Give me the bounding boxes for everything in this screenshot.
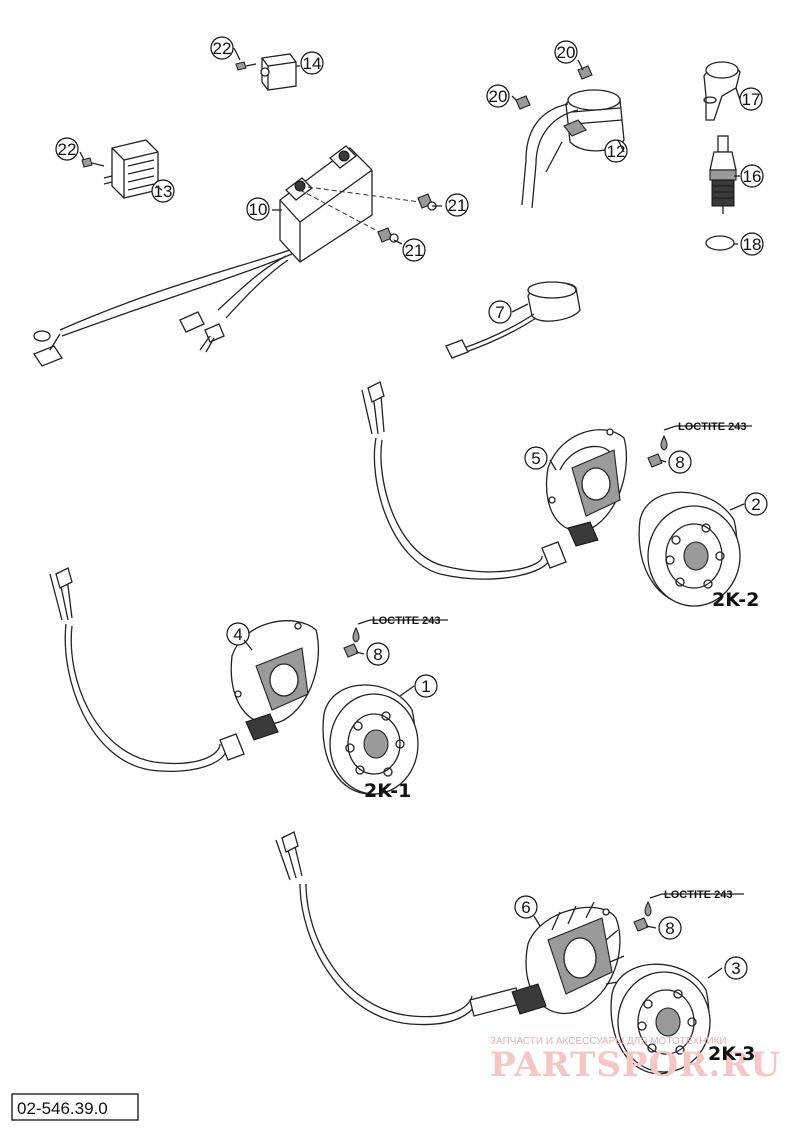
callout-7: 7	[488, 300, 512, 324]
spark-plug-cap-part	[703, 61, 741, 121]
ignition-coil-part	[515, 65, 625, 209]
loctite-label-2k1: LOCTITE 243	[372, 615, 440, 627]
callout-number: 7	[495, 303, 504, 322]
relay-part	[235, 53, 297, 91]
callout-18: 18	[740, 232, 764, 256]
callout-1: 1	[414, 674, 438, 698]
flywheel-1-part	[322, 684, 419, 795]
callout-circle	[55, 137, 79, 161]
callout-number: 18	[743, 235, 762, 254]
callout-circle	[486, 84, 510, 108]
callout-number: 4	[233, 625, 242, 644]
callout-8: 8	[668, 450, 692, 474]
callout-10: 10	[246, 197, 270, 221]
callout-circle	[488, 300, 512, 324]
callout-number: 2	[751, 495, 760, 514]
flywheel-2k2-part	[638, 491, 741, 607]
stator-2k1-part	[49, 567, 320, 772]
variant-label-2k1: 2K-1	[364, 780, 411, 802]
stator-2k3-part	[275, 831, 625, 1026]
callout-circle	[300, 51, 324, 75]
callout-8: 8	[658, 916, 682, 940]
callout-13: 13	[151, 179, 175, 203]
callout-circle	[246, 197, 270, 221]
loctite-drop-2k1	[343, 619, 448, 658]
callout-number: 8	[675, 453, 684, 472]
callout-circle	[740, 232, 764, 256]
watermark-tagline: ЗАПЧАСТИ И АКСЕССУАРЫ ДЛЯ МОТОТЕХНИКИ	[490, 1036, 727, 1047]
callout-number: 21	[405, 241, 424, 260]
callout-20: 20	[486, 84, 510, 108]
callout-16: 16	[740, 164, 764, 188]
callout-5: 5	[524, 446, 548, 470]
callout-circle	[668, 450, 692, 474]
callout-number: 12	[607, 142, 626, 161]
callout-14: 14	[300, 51, 324, 75]
callout-circle	[740, 164, 764, 188]
watermark: ЗАПЧАСТИ И АКСЕССУАРЫ ДЛЯ МОТОТЕХНИКИ PA…	[490, 1036, 781, 1085]
cdi-unit-part	[33, 145, 421, 367]
callout-number: 13	[154, 182, 173, 201]
callout-circle	[210, 36, 234, 60]
loctite-label-2k2: LOCTITE 243	[678, 421, 746, 433]
diagram-code: 02-546.39.0	[17, 1099, 108, 1118]
watermark-brand: PARTSPOR.RU	[490, 1045, 781, 1085]
callout-22: 22	[210, 36, 234, 60]
loctite-label-2k3: LOCTITE 243	[664, 889, 732, 901]
variant-label-2k3: 2K-3	[708, 1043, 755, 1065]
screw-21-parts	[377, 193, 437, 243]
callout-21: 21	[445, 193, 469, 217]
callout-circle	[724, 956, 748, 980]
callout-number: 22	[58, 140, 77, 159]
callout-number: 6	[521, 898, 530, 917]
callout-circle	[524, 446, 548, 470]
callout-circle	[514, 895, 538, 919]
callout-17: 17	[739, 87, 763, 111]
callout-circle	[445, 193, 469, 217]
spark-plug-part	[709, 135, 737, 214]
callout-2: 2	[744, 492, 768, 516]
variant-label-2k2: 2K-2	[712, 589, 759, 611]
flywheel-3-part	[610, 963, 711, 1075]
callout-number: 8	[373, 645, 382, 664]
callout-number: 20	[557, 43, 576, 62]
callout-number: 14	[303, 54, 322, 73]
diagram-code-box: 02-546.39.0	[11, 1093, 139, 1121]
callout-4: 4	[226, 622, 250, 646]
pickup-sensor-part	[445, 281, 581, 359]
callout-6: 6	[514, 895, 538, 919]
callout-20: 20	[554, 40, 578, 64]
callout-circle	[554, 40, 578, 64]
callout-number: 3	[731, 959, 740, 978]
callout-circle	[658, 916, 682, 940]
callout-circle	[744, 492, 768, 516]
callout-number: 16	[743, 167, 762, 186]
callout-3: 3	[724, 956, 748, 980]
callout-number: 20	[489, 87, 508, 106]
callout-circle	[366, 642, 390, 666]
callout-number: 1	[421, 677, 430, 696]
callout-circle	[226, 622, 250, 646]
callout-8: 8	[366, 642, 390, 666]
callout-12: 12	[604, 139, 628, 163]
regulator-part	[81, 139, 159, 199]
callout-circle	[402, 238, 426, 262]
stator-2k2-part	[361, 381, 628, 580]
callout-number: 17	[742, 90, 761, 109]
callout-circle	[604, 139, 628, 163]
callout-number: 22	[213, 39, 232, 58]
washer-part	[705, 235, 735, 251]
callout-number: 21	[448, 196, 467, 215]
callout-circle	[151, 179, 175, 203]
callout-22: 22	[55, 137, 79, 161]
callout-number: 10	[249, 200, 268, 219]
loctite-drop-2k2	[647, 425, 752, 468]
leader-lines	[79, 47, 745, 979]
callout-circle	[414, 674, 438, 698]
callout-number: 8	[665, 919, 674, 938]
callout-21: 21	[402, 238, 426, 262]
callout-number: 5	[531, 449, 540, 468]
